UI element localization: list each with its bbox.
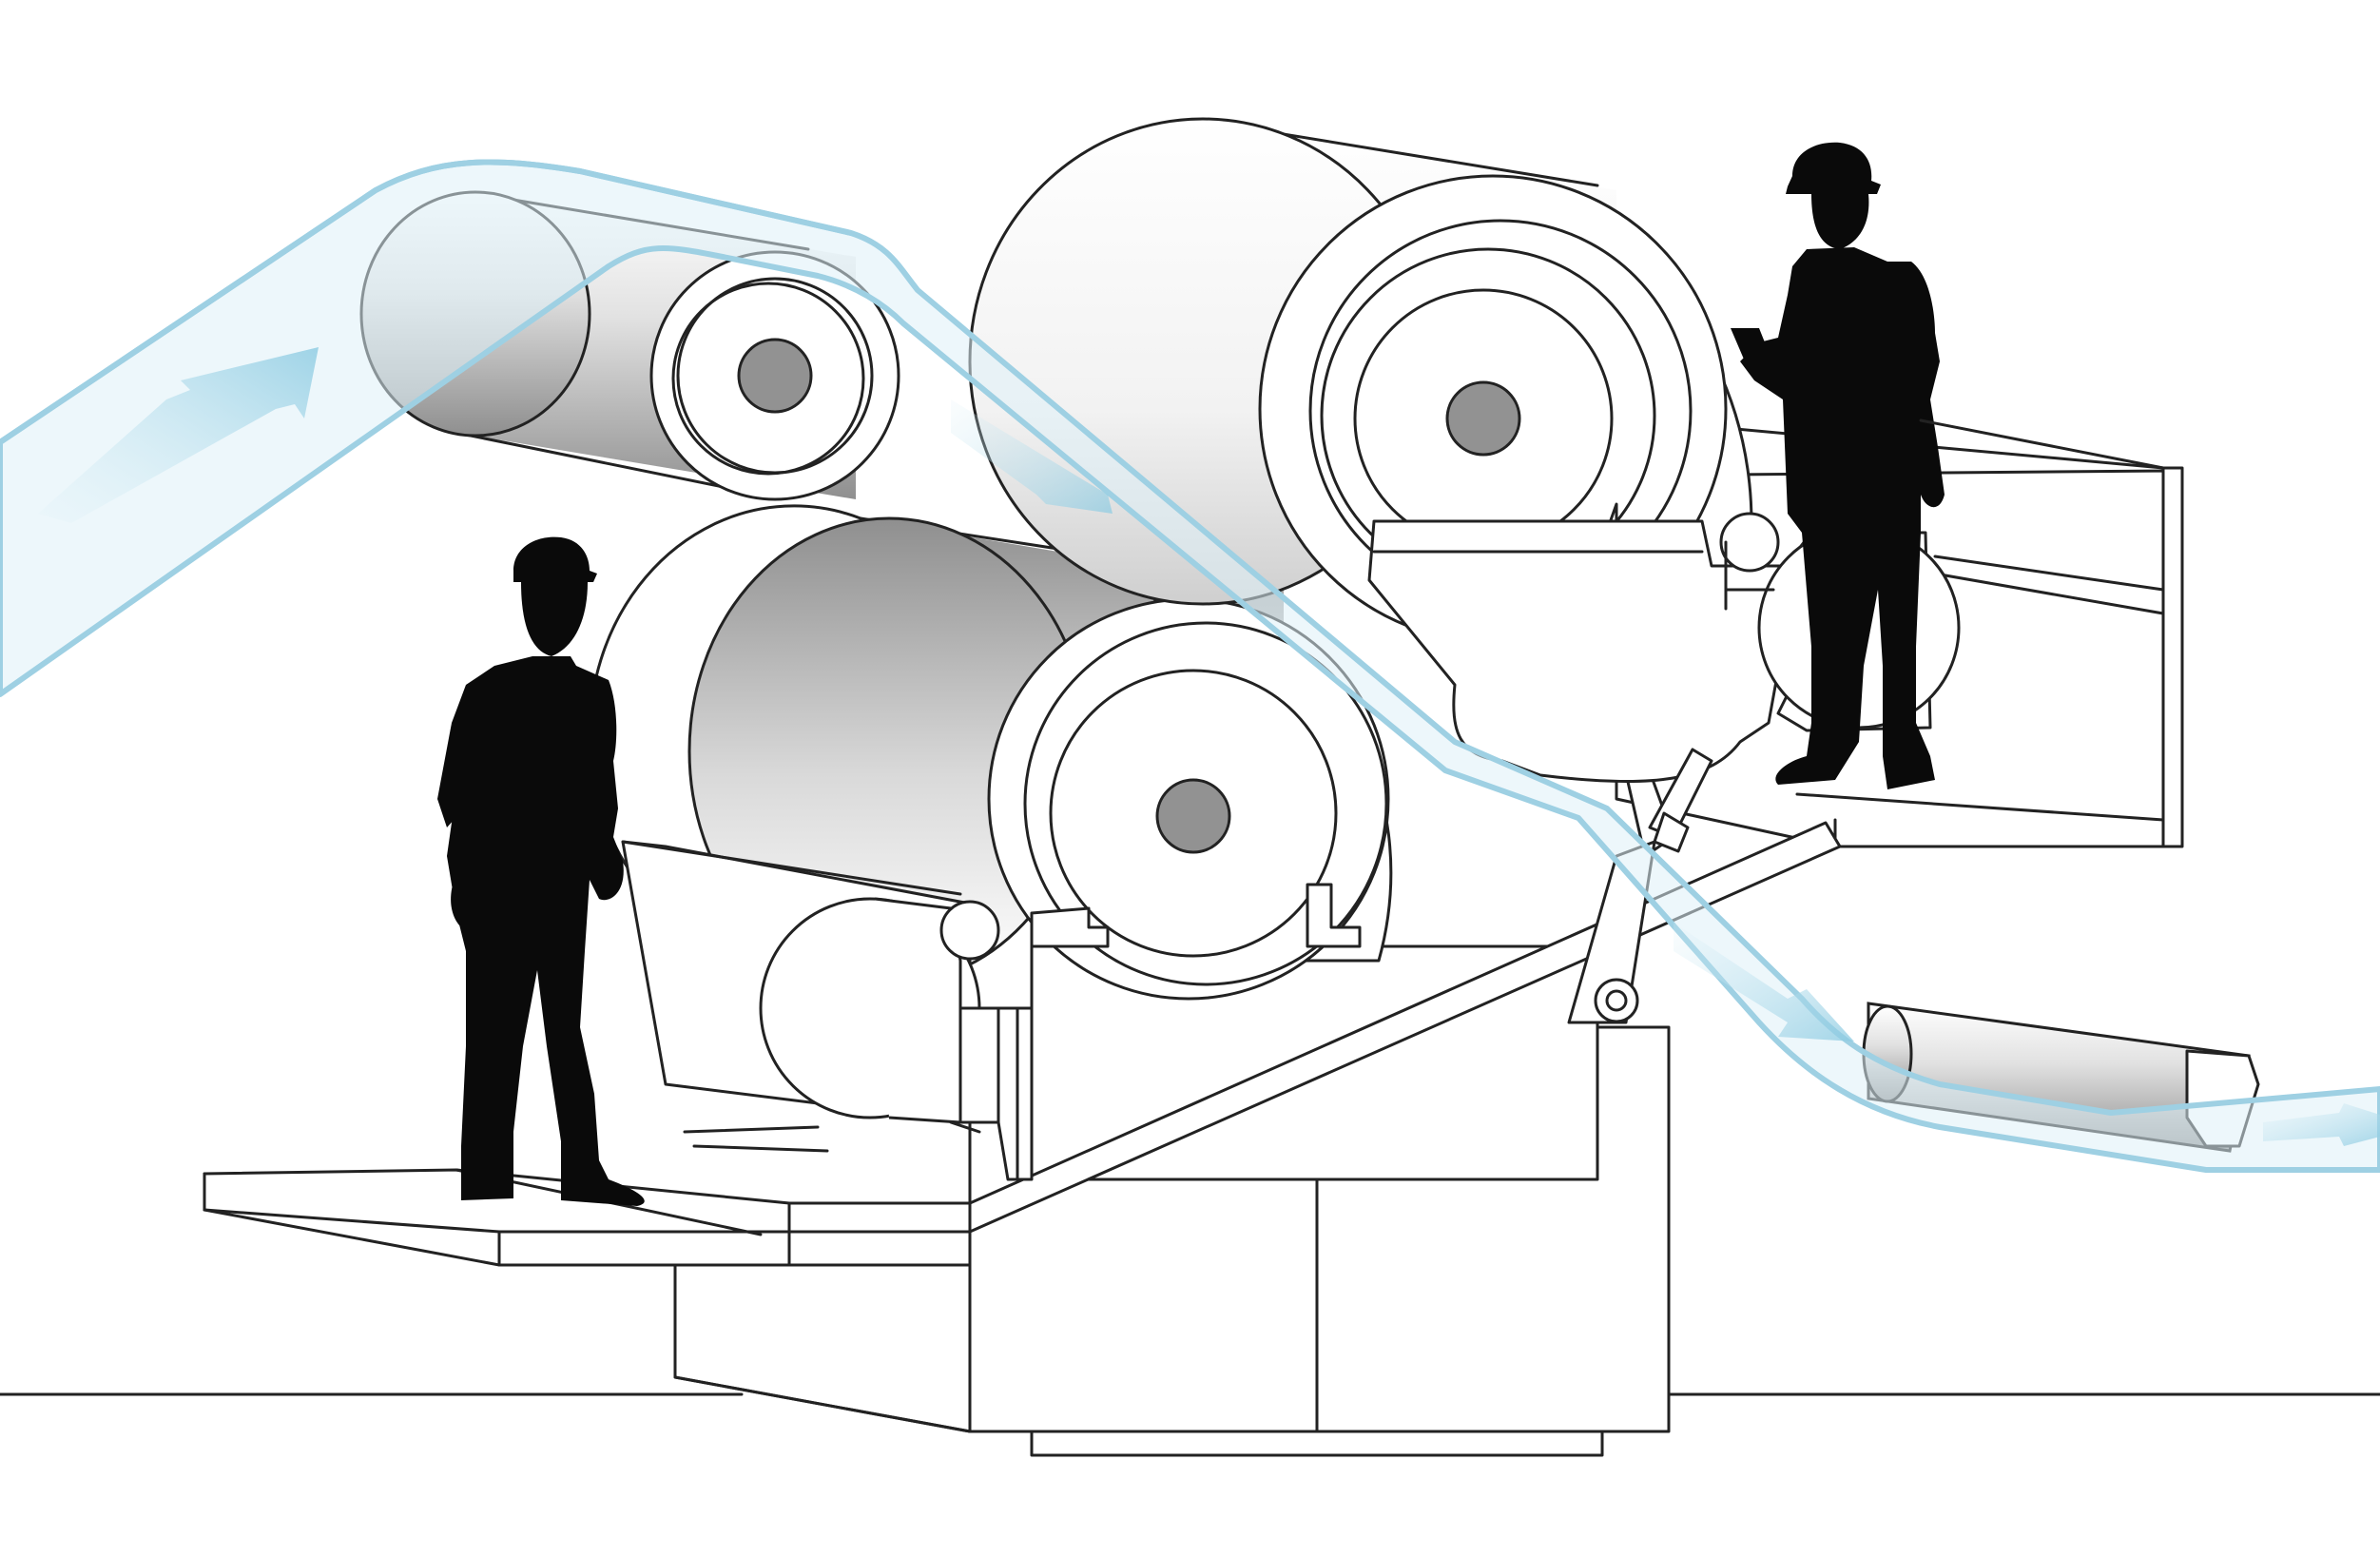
worker-right — [1731, 142, 1945, 789]
guide-roll-hub — [737, 338, 813, 414]
paper-web-path — [0, 159, 2380, 1173]
flow-arrow-icon — [2263, 1103, 2380, 1146]
upper-platform-rail — [1919, 418, 2165, 592]
flow-arrow-icon — [1674, 923, 1854, 1041]
hard-hat-worker-icon — [1731, 142, 1945, 789]
flow-arrow-icon — [38, 347, 319, 523]
hard-hat-worker-icon — [437, 536, 645, 1206]
lower-roll-hub — [1155, 778, 1231, 854]
worker-left — [437, 536, 645, 1206]
lower-press-roll — [588, 504, 1393, 1001]
flow-arrows — [38, 347, 2380, 1146]
flow-arrow-icon — [951, 399, 1113, 514]
upper-roll-hub — [1445, 380, 1521, 457]
lower-felt-roll-assembly — [621, 840, 1034, 1181]
